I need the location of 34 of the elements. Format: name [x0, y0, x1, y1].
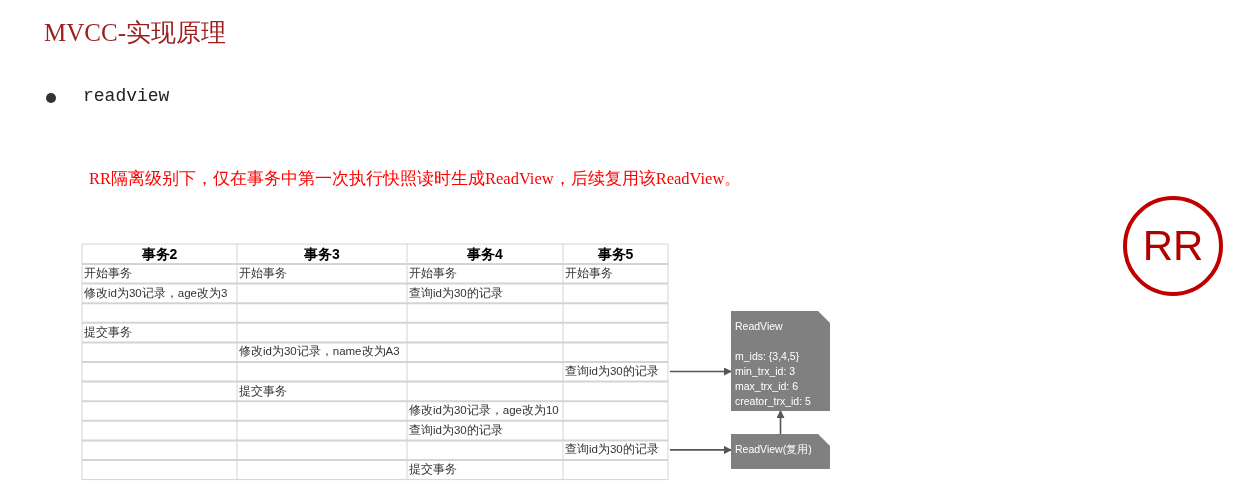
table-cell-text: 修改id为30记录，name改为A3: [238, 344, 400, 360]
bullet-text: readview: [83, 86, 170, 106]
table-cell-text: 开始事务: [564, 266, 613, 281]
badge-text: RR: [1142, 222, 1204, 270]
field-value: min_trx_id: 3: [735, 364, 796, 379]
arrow: [669, 367, 732, 376]
column-header: 事务4: [466, 245, 504, 264]
arrow: [776, 410, 785, 435]
readview-card: [731, 311, 830, 411]
table-cell-text: 查询id为30的记录: [408, 422, 503, 438]
arrow: [669, 445, 732, 454]
column-header: 事务5: [596, 245, 635, 264]
card-title: ReadView: [735, 319, 783, 334]
column-header: 事务2: [140, 245, 179, 264]
table-cell-text: 提交事务: [238, 383, 287, 399]
column-header: 事务3: [303, 245, 341, 264]
table-cell-text: 查询id为30的记录: [408, 285, 503, 301]
slide-title: MVCC-实现原理: [44, 18, 226, 48]
table-cell-text: 查询id为30的记录: [563, 440, 668, 460]
field-value: m_ids: {3,4,5}: [735, 349, 800, 364]
table-cell-text: 开始事务: [238, 266, 287, 281]
table-cell-text: 修改id为30记录，age改为3: [83, 285, 228, 301]
table-cell-text: 修改id为30记录，age改为10: [408, 403, 559, 419]
table-cell-text: 提交事务: [408, 462, 457, 477]
table-cell-text: 开始事务: [83, 266, 132, 281]
table-cell-text: 开始事务: [408, 266, 457, 281]
readview-card: [731, 434, 830, 469]
field-value: creator_trx_id: 5: [735, 394, 811, 409]
note-text: RR隔离级别下，仅在事务中第一次执行快照读时生成ReadView，后续复用该ReadView。: [89, 168, 742, 190]
table-cell-text: 查询id为30的记录: [563, 362, 668, 381]
rr-badge: [1123, 196, 1223, 296]
card-title: ReadView(复用): [735, 442, 812, 457]
table-cell-text: 提交事务: [83, 324, 132, 340]
field-value: max_trx_id: 6: [735, 379, 799, 394]
